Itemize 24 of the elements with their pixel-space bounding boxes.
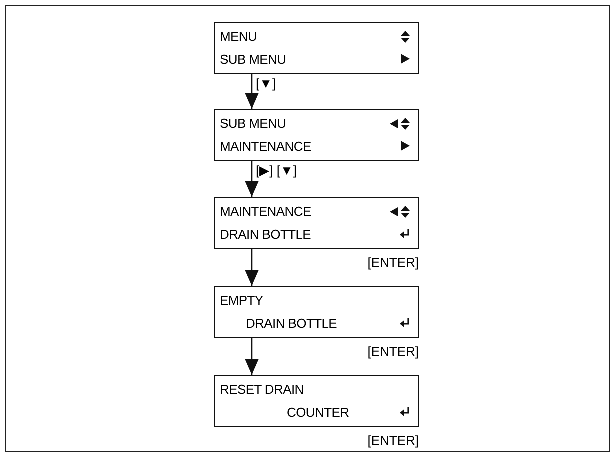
display-screen	[214, 197, 419, 249]
display-screen	[214, 22, 419, 74]
display-screen	[214, 375, 419, 427]
screen-text: SUB MENU	[220, 53, 286, 66]
screen-text: SUB MENU	[220, 117, 286, 130]
arrow	[245, 249, 259, 286]
screen-text: RESET DRAIN	[220, 383, 304, 396]
edge-label: [▼]	[256, 77, 276, 90]
screen-text: MAINTENANCE	[220, 140, 312, 153]
screen-text: EMPTY	[220, 294, 264, 307]
screen-text: DRAIN BOTTLE	[220, 228, 312, 241]
screen-text: MENU	[220, 30, 258, 43]
display-screen	[214, 286, 419, 338]
screen-text: DRAIN BOTTLE	[246, 317, 338, 330]
screen-text: MAINTENANCE	[220, 205, 312, 218]
key-label: [ENTER]	[368, 345, 419, 358]
arrow	[245, 338, 259, 375]
key-label: [ENTER]	[368, 256, 419, 269]
display-screen	[214, 109, 419, 161]
key-label: [ENTER]	[368, 434, 419, 447]
arrow	[245, 161, 259, 197]
edge-label: [▶] [▼]	[256, 164, 297, 177]
screen-text: COUNTER	[287, 406, 350, 419]
arrow	[245, 74, 259, 109]
